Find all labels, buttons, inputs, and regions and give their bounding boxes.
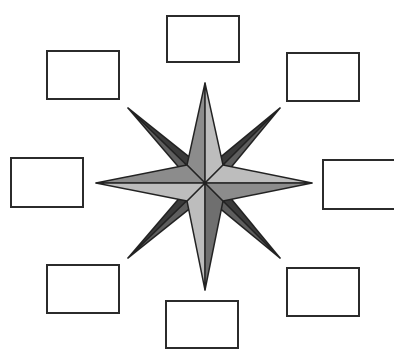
northwest-label-box[interactable]: [46, 50, 120, 100]
northeast-label-box[interactable]: [286, 52, 360, 102]
east-label-box[interactable]: [322, 159, 394, 210]
south-label-box[interactable]: [165, 300, 239, 349]
east-point-left-facet: [205, 165, 312, 183]
west-point-right-facet: [96, 183, 205, 201]
southwest-label-box[interactable]: [46, 264, 120, 314]
southeast-label-box[interactable]: [286, 267, 360, 317]
north-label-box[interactable]: [166, 15, 240, 63]
west-label-box[interactable]: [10, 157, 84, 208]
east-point-right-facet: [205, 183, 312, 201]
west-point-left-facet: [96, 165, 205, 183]
